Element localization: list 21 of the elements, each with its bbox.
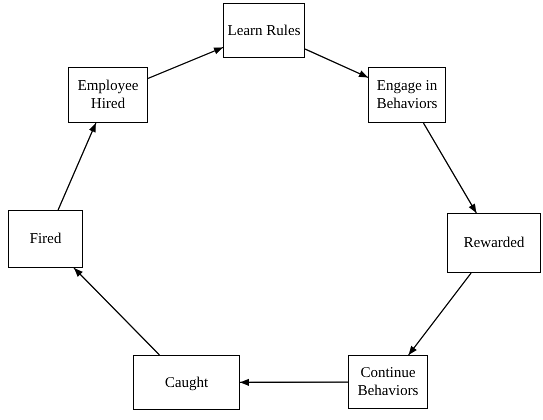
- process-box: [68, 67, 148, 123]
- process-box: [447, 213, 541, 273]
- box-label: Learn Rules: [228, 22, 300, 40]
- process-box: [133, 355, 240, 410]
- box-label: Engage in Behaviors: [376, 77, 438, 113]
- box-label: Rewarded: [464, 234, 524, 252]
- process-box: [8, 210, 83, 268]
- box-label: Continue Behaviors: [356, 364, 420, 400]
- arrow: [240, 378, 348, 386]
- arrow: [57, 122, 96, 210]
- process-box: [223, 3, 305, 58]
- arrow: [304, 48, 368, 78]
- process-box: [368, 67, 446, 123]
- box-label: Fired: [30, 230, 62, 248]
- box-label: Employee Hired: [76, 77, 140, 113]
- arrow: [422, 122, 477, 214]
- arrow: [408, 272, 472, 356]
- box-label: Caught: [164, 374, 208, 392]
- process-box: [348, 355, 428, 409]
- arrow: [74, 268, 160, 356]
- arrow: [148, 46, 224, 80]
